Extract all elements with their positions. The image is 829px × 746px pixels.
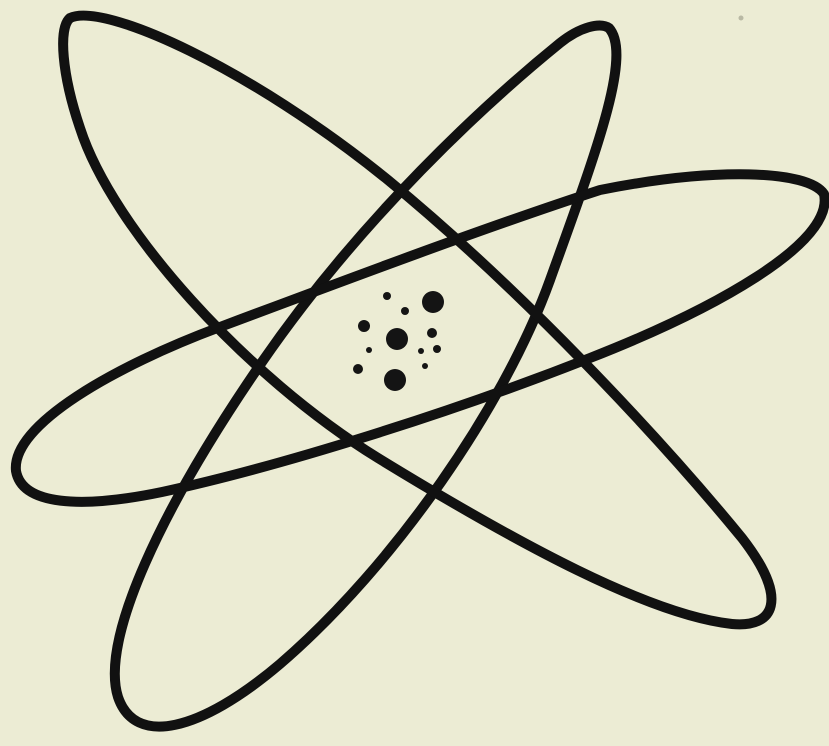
nucleus-particle xyxy=(418,348,424,354)
nucleus-particle xyxy=(401,307,409,315)
nucleus-particle xyxy=(358,320,370,332)
nucleus-particle xyxy=(353,364,363,374)
nucleus-particle xyxy=(427,328,437,338)
nucleus-particle xyxy=(422,363,428,369)
nucleus-particle xyxy=(383,292,391,300)
nucleus-particle xyxy=(422,291,444,313)
nucleus-particle xyxy=(366,347,372,353)
nucleus-particle xyxy=(384,369,406,391)
paper-speck xyxy=(739,16,744,21)
nucleus-particle xyxy=(433,345,441,353)
nucleus-particle xyxy=(386,328,408,350)
